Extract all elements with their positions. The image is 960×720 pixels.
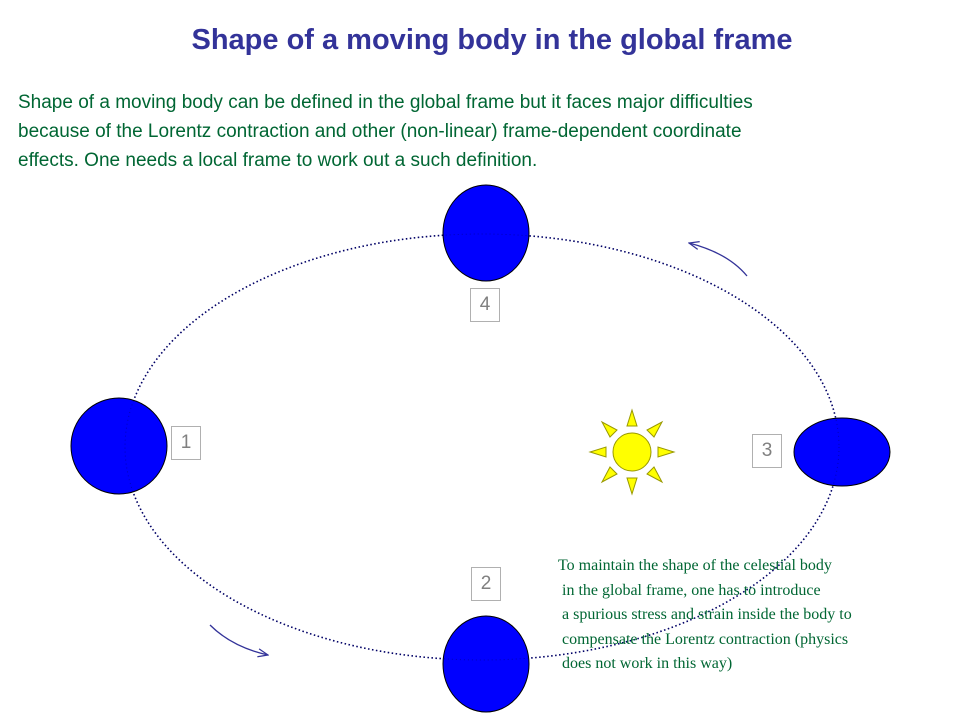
- intro-line: because of the Lorentz contraction and o…: [18, 121, 742, 142]
- arrow-icon: [689, 243, 748, 277]
- sun-icon: [588, 408, 676, 496]
- body-position-2: [442, 615, 530, 713]
- position-label-3: 3: [752, 434, 782, 468]
- intro-paragraph: Shape of a moving body can be defined in…: [18, 88, 948, 175]
- position-label-4: 4: [470, 288, 500, 322]
- position-label-2: 2: [471, 567, 501, 601]
- note-line: To maintain the shape of the celestial b…: [558, 557, 832, 574]
- arrow-icon: [209, 624, 268, 655]
- explanation-note: To maintain the shape of the celestial b…: [558, 554, 958, 677]
- intro-line: Shape of a moving body can be defined in…: [18, 92, 753, 113]
- body-position-4: [442, 184, 530, 282]
- note-line: compensate the Lorentz contraction (phys…: [562, 630, 849, 648]
- position-label-1: 1: [171, 426, 201, 460]
- slide-title: Shape of a moving body in the global fra…: [191, 24, 793, 56]
- body-position-1: [70, 397, 168, 495]
- note-line: a spurious stress and strain inside the …: [562, 606, 852, 623]
- note-line: does not work in this way): [562, 655, 733, 672]
- orbit-overlay: [124, 233, 840, 661]
- note-line: in the global frame, one has to introduc…: [562, 581, 821, 599]
- body-position-3: [793, 417, 891, 487]
- intro-line: effects. One needs a local frame to work…: [18, 150, 538, 171]
